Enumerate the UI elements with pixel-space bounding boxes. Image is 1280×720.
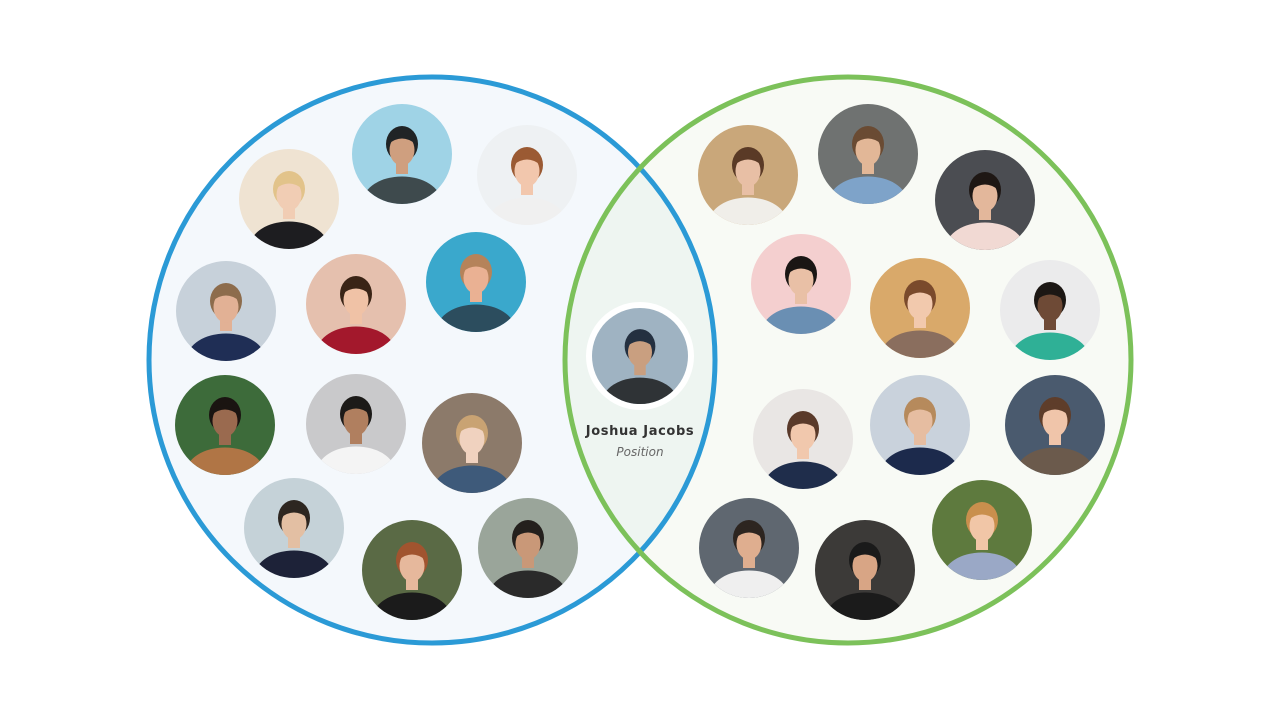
avatar-photo: [751, 234, 851, 334]
avatar-photo: [699, 498, 799, 598]
left-group-avatar[interactable]: [422, 393, 522, 516]
avatar-photo: [1000, 260, 1100, 360]
right-group-avatar[interactable]: [818, 104, 918, 227]
right-group-avatar[interactable]: [935, 150, 1035, 273]
avatar-photo: [306, 374, 406, 474]
right-group-avatar[interactable]: [870, 258, 970, 381]
right-group-avatar[interactable]: [1000, 260, 1100, 383]
right-group-avatar[interactable]: [698, 125, 798, 248]
right-group-avatar[interactable]: [753, 389, 853, 512]
avatar-photo: [422, 393, 522, 493]
center-person-position: Position: [616, 445, 664, 459]
avatar-photo: [935, 150, 1035, 250]
avatar-photo: [870, 375, 970, 475]
avatar-photo: [753, 389, 853, 489]
left-group-avatar[interactable]: [478, 498, 578, 621]
avatar-photo: [932, 480, 1032, 580]
avatar-photo: [815, 520, 915, 620]
center-person-avatar[interactable]: [586, 302, 694, 426]
avatar-photo: [698, 125, 798, 225]
avatar-photo: [362, 520, 462, 620]
avatar-photo: [175, 375, 275, 475]
avatar-photo: [306, 254, 406, 354]
left-group-avatar[interactable]: [176, 261, 276, 384]
avatar-photo: [870, 258, 970, 358]
right-group-avatar[interactable]: [751, 234, 851, 357]
avatar-photo: [477, 125, 577, 225]
right-group-avatar[interactable]: [815, 520, 915, 643]
right-group-avatar[interactable]: [870, 375, 970, 498]
right-group-ring: [562, 74, 1134, 646]
avatar-photo: [1005, 375, 1105, 475]
right-group-avatar[interactable]: [1005, 375, 1105, 498]
avatar-photo: [352, 104, 452, 204]
avatar-photo: [244, 478, 344, 578]
right-group-avatar[interactable]: [932, 480, 1032, 603]
center-person-name: Joshua Jacobs: [585, 424, 695, 439]
right-group-avatar[interactable]: [699, 498, 799, 621]
left-group-avatar[interactable]: [426, 232, 526, 355]
avatar-photo: [176, 261, 276, 361]
avatar-photo: [818, 104, 918, 204]
avatar-photo: [239, 149, 339, 249]
left-group-avatar[interactable]: [175, 375, 275, 498]
left-group-avatar[interactable]: [306, 374, 406, 497]
avatar-photo: [478, 498, 578, 598]
left-group-avatar[interactable]: [362, 520, 462, 643]
avatar-photo: [592, 308, 688, 404]
avatar-layer: [175, 104, 1105, 643]
left-group-avatar[interactable]: [477, 125, 577, 248]
left-group-avatar[interactable]: [352, 104, 452, 227]
left-group-avatar[interactable]: [306, 254, 406, 377]
left-group-ring: [146, 74, 718, 646]
avatar-photo: [426, 232, 526, 332]
left-group-avatar[interactable]: [244, 478, 344, 601]
left-group-avatar[interactable]: [239, 149, 339, 272]
